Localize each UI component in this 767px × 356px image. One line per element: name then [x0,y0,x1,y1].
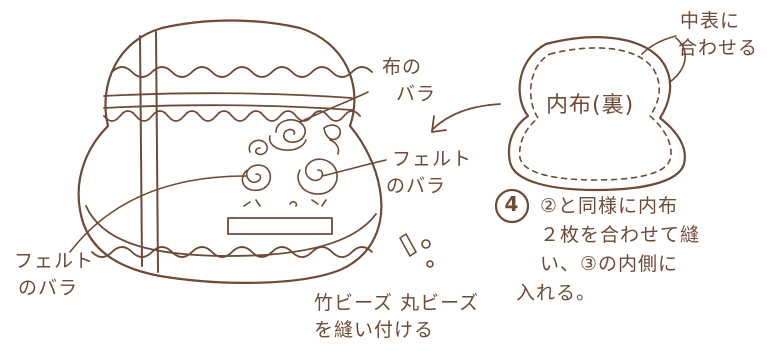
step-line-2: ２枚を合わせて縫 [540,224,701,246]
lining-seam [518,47,672,181]
wavy-line-top [111,66,373,78]
leader-center-2 [669,37,686,83]
scallop-edge [103,110,361,122]
bead-round-1 [421,239,431,249]
label-lining: 内布(裏) [546,93,635,118]
step-line-1: ②と同様に内布 [540,195,679,217]
bead-round-2 [426,260,434,268]
leader-center [641,35,677,55]
beads-scatter [243,199,327,207]
arrow-insert-head [431,115,447,133]
label-felt-rose-right: フェルト のバラ [386,148,473,197]
label-cloth-rose: 布の バラ [382,56,437,105]
felt-rose-left [241,164,272,192]
wavy-line-bottom [91,246,373,258]
leader-felt-rose-right [321,159,387,177]
arrow-insert [431,103,501,131]
step-line-4: 入れる。 [516,282,597,304]
bag-inner-curve [85,205,377,257]
cloth-rose [269,119,307,151]
step-line-3: い、③の内側に [540,253,679,275]
lining-outline [507,36,686,192]
rose-leaf [323,124,342,155]
rose-cluster [241,119,342,207]
stripe-right [155,31,159,273]
bead-tube [399,233,417,257]
step-instructions: ②と同様に内布 ２枚を合わせて縫 い、③の内側に 入れる。 [516,192,701,308]
bag-label-patch [227,217,333,235]
label-beads: 竹ビーズ 丸ビーズ を縫い付ける [314,292,480,341]
felt-rose-small [248,139,269,156]
felt-rose-right [297,158,338,195]
label-align-center: 中表に 合わせる [678,10,759,59]
leader-felt-rose-left [69,175,247,253]
bag-outline [77,19,383,284]
stripe-left [139,35,143,267]
leader-cloth-rose [299,91,369,123]
band-line-bottom [103,104,353,111]
step-number-circle [494,188,530,224]
band-line-top [103,92,353,99]
step-number: 4 [504,192,520,216]
label-felt-rose-left: フェルト のバラ [14,250,95,299]
